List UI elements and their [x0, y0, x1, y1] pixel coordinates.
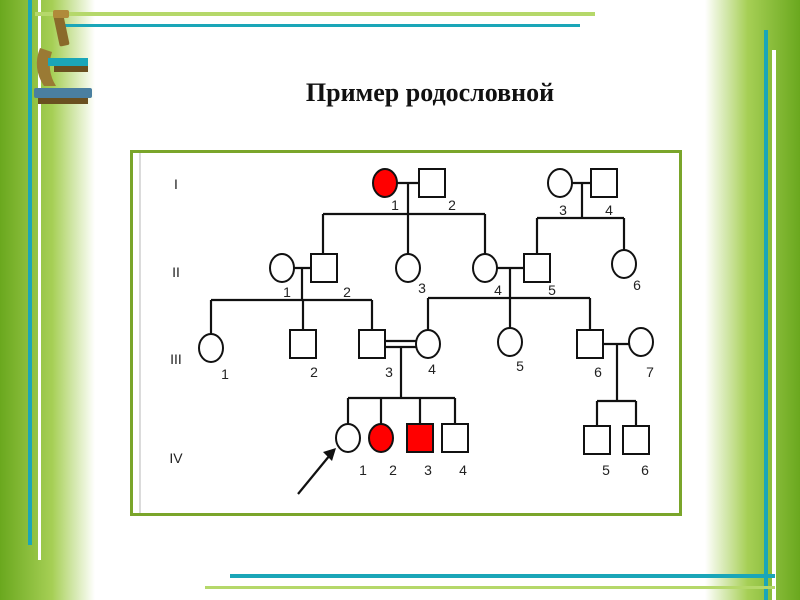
individual-III-1-circle [198, 333, 224, 363]
individual-I-1-circle [372, 168, 398, 198]
individual-number-IV-4: 4 [459, 462, 467, 478]
individual-IV-6-square [622, 425, 650, 455]
individual-II-2-square [310, 253, 338, 283]
individual-I-3-circle [547, 168, 573, 198]
page-title: Пример родословной [305, 78, 555, 107]
individual-number-I-3: 3 [559, 202, 567, 218]
generation-label-III: III [170, 351, 182, 367]
individual-number-III-3: 3 [385, 364, 393, 380]
generation-label-II: II [172, 264, 180, 280]
individual-number-III-4: 4 [428, 361, 436, 377]
individual-number-I-2: 2 [448, 197, 456, 213]
individual-number-III-7: 7 [646, 364, 654, 380]
individual-II-1-circle [269, 253, 295, 283]
individual-number-I-4: 4 [605, 202, 613, 218]
right-teal-stripe [764, 30, 768, 600]
top-green-line [35, 12, 595, 16]
proband-arrow [297, 454, 331, 495]
individual-III-6-square [576, 329, 604, 359]
bottom-teal-line [230, 574, 775, 578]
individual-number-IV-1: 1 [359, 462, 367, 478]
individual-II-4-circle [472, 253, 498, 283]
individual-I-2-square [418, 168, 446, 198]
individual-IV-3-square [406, 423, 434, 453]
individual-I-4-square [590, 168, 618, 198]
bottom-green-line [205, 586, 775, 589]
individual-III-7-circle [628, 327, 654, 357]
individual-number-II-1: 1 [283, 284, 291, 300]
individual-number-III-6: 6 [594, 364, 602, 380]
microscope-icon [34, 10, 92, 104]
generation-label-IV: IV [169, 450, 183, 466]
top-teal-line [60, 24, 580, 27]
individual-II-3-circle [395, 253, 421, 283]
individual-number-III-1: 1 [221, 366, 229, 382]
generation-label-I: I [174, 176, 178, 192]
individual-number-II-2: 2 [343, 284, 351, 300]
individual-number-III-5: 5 [516, 358, 524, 374]
individual-III-5-circle [497, 327, 523, 357]
individual-number-IV-3: 3 [424, 462, 432, 478]
individual-III-3-square [358, 329, 386, 359]
individual-IV-2-circle [368, 423, 394, 453]
individual-II-5-square [523, 253, 551, 283]
left-teal-stripe [28, 0, 32, 545]
individual-number-II-5: 5 [548, 282, 556, 298]
individual-number-II-6: 6 [633, 277, 641, 293]
individual-II-6-circle [611, 249, 637, 279]
individual-IV-1-circle [335, 423, 361, 453]
individual-III-4-circle [415, 329, 441, 359]
individual-number-IV-5: 5 [602, 462, 610, 478]
proband-arrow-head [323, 448, 336, 461]
individual-number-IV-2: 2 [389, 462, 397, 478]
individual-IV-4-square [441, 423, 469, 453]
individual-number-IV-6: 6 [641, 462, 649, 478]
individual-IV-5-square [583, 425, 611, 455]
individual-number-III-2: 2 [310, 364, 318, 380]
individual-III-2-square [289, 329, 317, 359]
individual-number-II-3: 3 [418, 280, 426, 296]
individual-number-I-1: 1 [391, 197, 399, 213]
right-gradient-band [705, 0, 800, 600]
individual-number-II-4: 4 [494, 282, 502, 298]
